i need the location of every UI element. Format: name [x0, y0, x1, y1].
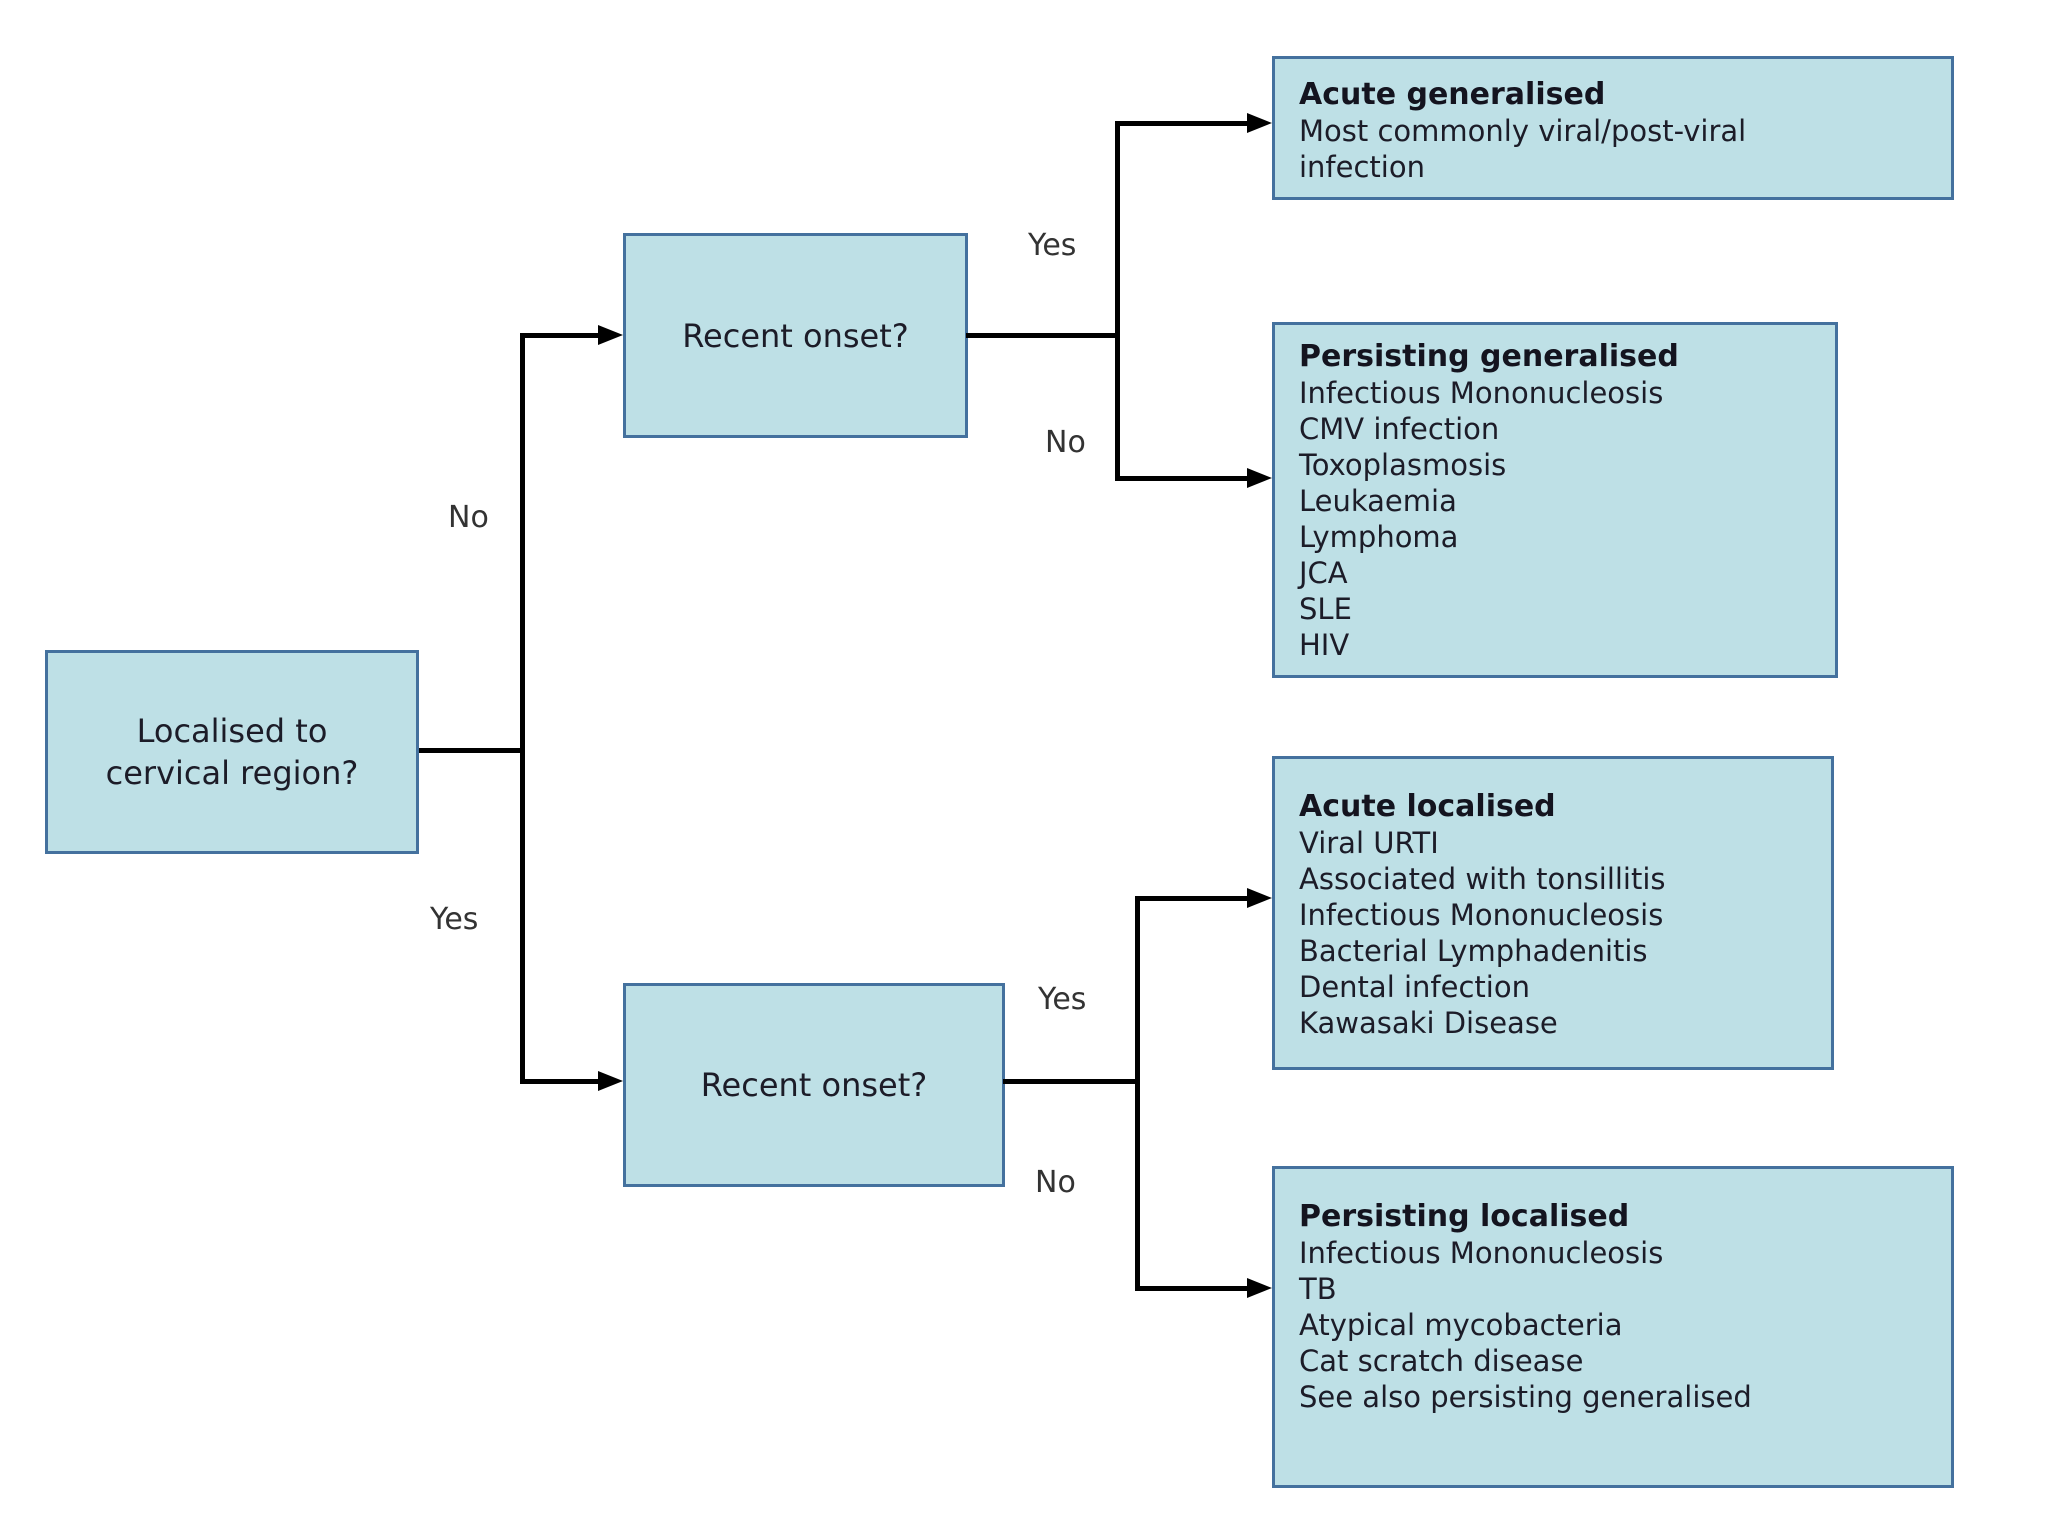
- outcome-item: infection: [1299, 150, 1425, 184]
- outcome-item: Infectious Mononucleosis: [1299, 1236, 1664, 1270]
- arrowhead-icon: [1247, 113, 1272, 133]
- outcome-item: Cat scratch disease: [1299, 1344, 1584, 1378]
- outcome-persisting-generalised-title: Persisting generalised: [1299, 339, 1679, 374]
- outcome-acute-localised: Acute localised Viral URTI Associated wi…: [1272, 756, 1834, 1070]
- node-localised-to-cervical-region: Localised to cervical region?: [45, 650, 419, 854]
- connector-recent-bottom-out: [1003, 1079, 1138, 1084]
- outcome-item: Dental infection: [1299, 970, 1530, 1004]
- edge-label-yes: Yes: [1028, 228, 1077, 263]
- outcome-persisting-localised-title: Persisting localised: [1299, 1199, 1630, 1234]
- node-recent-onset-localised: Recent onset?: [623, 983, 1005, 1187]
- connector-to-acute-localised: [1135, 896, 1247, 901]
- arrowhead-icon: [598, 1071, 623, 1091]
- outcome-item: Toxoplasmosis: [1299, 448, 1507, 482]
- connector-top-branch-vertical: [1115, 121, 1120, 481]
- outcome-item: Viral URTI: [1299, 826, 1439, 860]
- connector-to-persisting-generalised: [1115, 476, 1247, 481]
- edge-label-no: No: [1035, 1165, 1076, 1200]
- outcome-item: Atypical mycobacteria: [1299, 1308, 1623, 1342]
- outcome-item: HIV: [1299, 628, 1350, 662]
- edge-label-no: No: [448, 500, 489, 535]
- outcome-item: See also persisting generalised: [1299, 1380, 1752, 1414]
- outcome-item: Bacterial Lymphadenitis: [1299, 934, 1648, 968]
- node-recent-onset-localised-label: Recent onset?: [700, 1066, 928, 1104]
- outcome-item: Associated with tonsillitis: [1299, 862, 1666, 896]
- outcome-item: Most commonly viral/post-viral: [1299, 114, 1747, 148]
- connector-bottom-branch-vertical: [1135, 896, 1140, 1291]
- edge-label-yes: Yes: [430, 902, 479, 937]
- arrowhead-icon: [598, 325, 623, 345]
- outcome-item: Leukaemia: [1299, 484, 1457, 518]
- outcome-item: JCA: [1299, 556, 1348, 590]
- arrowhead-icon: [1247, 888, 1272, 908]
- outcome-item: Kawasaki Disease: [1299, 1006, 1558, 1040]
- outcome-item: Lymphoma: [1299, 520, 1459, 554]
- outcome-persisting-localised: Persisting localised Infectious Mononucl…: [1272, 1166, 1954, 1488]
- outcome-acute-generalised: Acute generalised Most commonly viral/po…: [1272, 56, 1954, 200]
- outcome-item: Infectious Mononucleosis: [1299, 376, 1664, 410]
- connector-root-out: [419, 748, 523, 753]
- connector-to-recent-onset-top: [520, 333, 600, 338]
- node-recent-onset-generalised-label: Recent onset?: [682, 316, 909, 355]
- connector-main-vertical: [520, 333, 525, 1084]
- outcome-acute-generalised-title: Acute generalised: [1299, 77, 1606, 112]
- outcome-acute-localised-title: Acute localised: [1299, 789, 1556, 824]
- outcome-persisting-generalised: Persisting generalised Infectious Mononu…: [1272, 322, 1838, 678]
- arrowhead-icon: [1247, 468, 1272, 488]
- connector-recent-top-out: [966, 333, 1118, 338]
- node-recent-onset-generalised: Recent onset?: [623, 233, 968, 438]
- arrowhead-icon: [1247, 1278, 1272, 1298]
- connector-to-recent-onset-bottom: [520, 1079, 600, 1084]
- edge-label-yes: Yes: [1038, 982, 1087, 1017]
- connector-to-persisting-localised: [1135, 1286, 1247, 1291]
- edge-label-no: No: [1045, 425, 1086, 460]
- outcome-item: Infectious Mononucleosis: [1299, 898, 1664, 932]
- outcome-item: CMV infection: [1299, 412, 1500, 446]
- connector-to-acute-generalised: [1115, 121, 1247, 126]
- outcome-item: TB: [1299, 1272, 1337, 1306]
- outcome-item: SLE: [1299, 592, 1352, 626]
- node-localised-label: Localised to cervical region?: [105, 712, 359, 792]
